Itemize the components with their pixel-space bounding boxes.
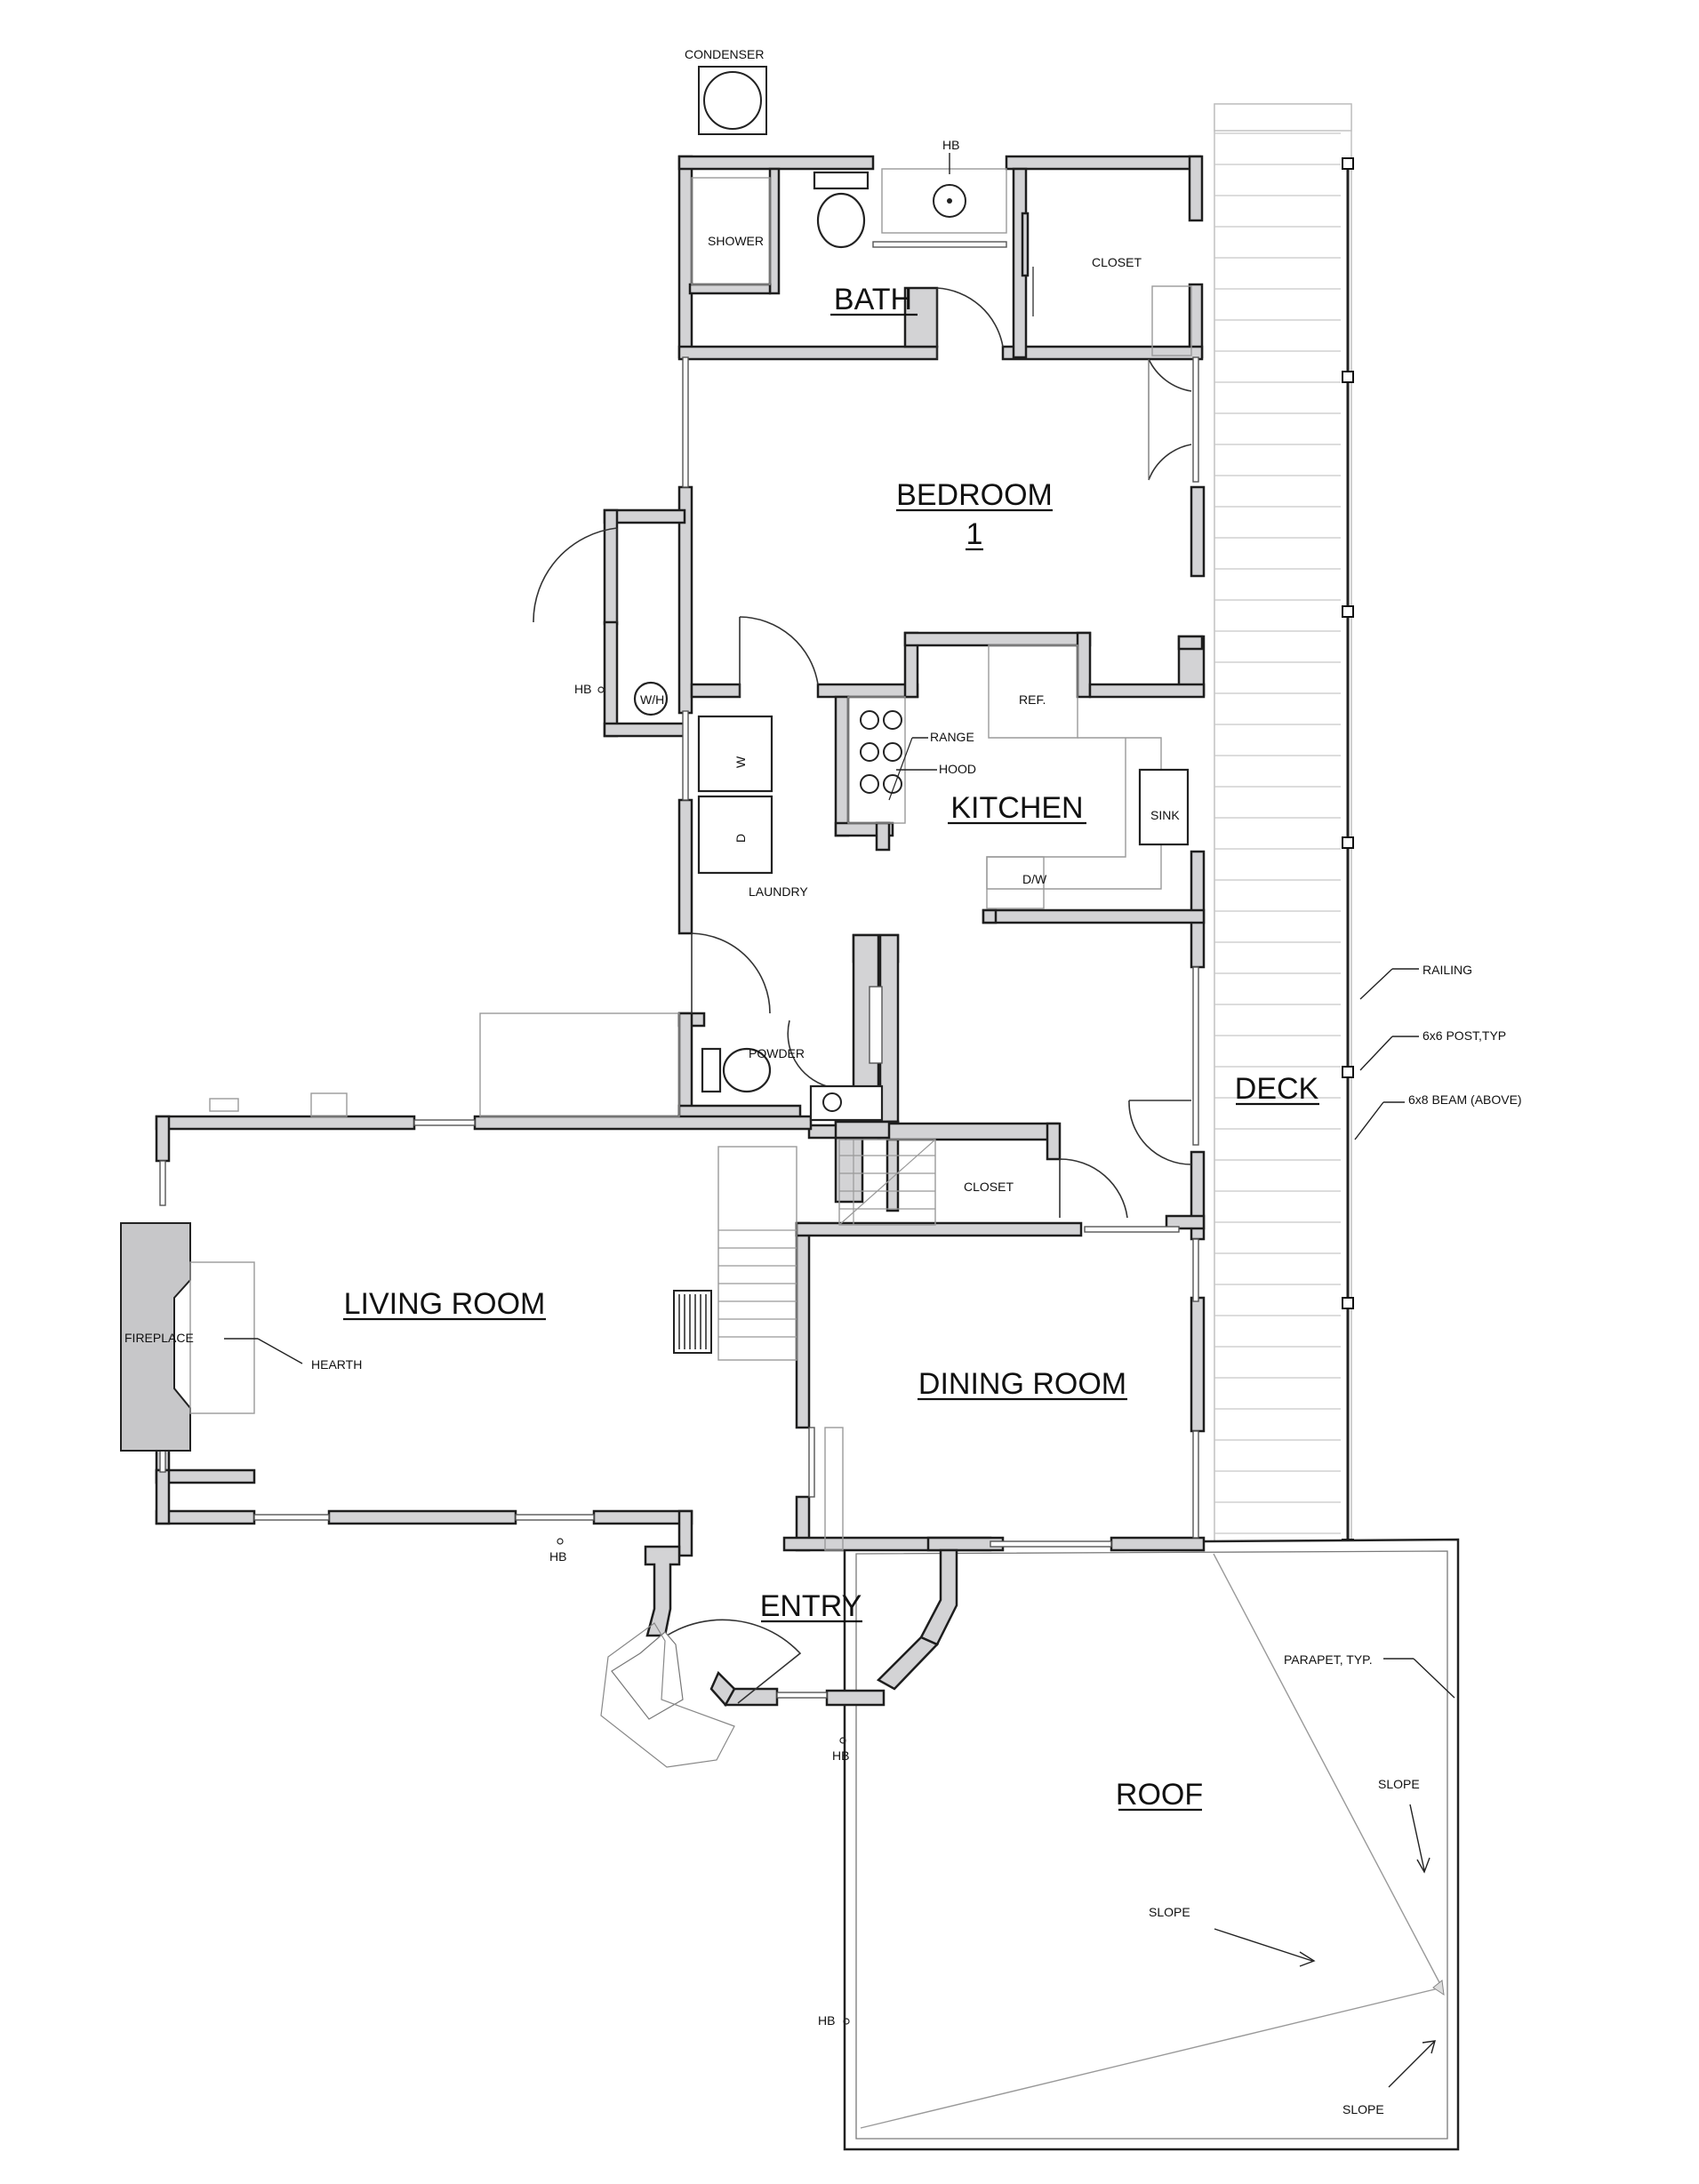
slope-label-3: SLOPE: [1342, 2102, 1384, 2116]
condenser-label: CONDENSER: [685, 47, 764, 61]
range-label: RANGE: [930, 730, 974, 744]
washer-label: W: [733, 756, 748, 768]
entry-label: ENTRY: [760, 1589, 862, 1623]
deck-posts: [1342, 157, 1354, 1551]
deck-label: DECK: [1235, 1072, 1319, 1106]
dining-room-label: DINING ROOM: [918, 1367, 1126, 1401]
deck: [1214, 103, 1354, 1558]
deck-boards: [1214, 132, 1341, 1534]
post-label: 6x6 POST,TYP: [1423, 1028, 1506, 1043]
walls: [155, 155, 1206, 1708]
bedroom-label: BEDROOM: [896, 478, 1053, 512]
closet-lower-label: CLOSET: [964, 1180, 1014, 1194]
powder-label: POWDER: [749, 1046, 805, 1060]
bedroom-number-label: 1: [966, 517, 983, 551]
dw-label: D/W: [1022, 872, 1047, 886]
condenser: [698, 66, 767, 135]
water-heater-label: W/H: [640, 692, 664, 707]
doors: [533, 212, 1192, 1768]
shower-label: SHOWER: [708, 234, 764, 248]
laundry-label: LAUNDRY: [749, 884, 808, 899]
hb-top-label: HB: [942, 138, 959, 152]
slope-label-1: SLOPE: [1378, 1777, 1420, 1791]
sink-label: SINK: [1150, 808, 1180, 822]
roof: [843, 1538, 1460, 2151]
hb-roof-label: HB: [818, 2013, 835, 2028]
closet-upper-label: CLOSET: [1092, 255, 1142, 269]
living-room-label: LIVING ROOM: [344, 1287, 546, 1321]
hb-entry-label: HB: [832, 1748, 849, 1763]
annotation-labels: CONDENSER SHOWER CLOSET CLOSET LAUNDRY P…: [124, 47, 1522, 2116]
dryer-label: D: [733, 834, 748, 843]
ref-label: REF.: [1019, 692, 1046, 707]
hood-label: HOOD: [939, 762, 976, 776]
bath-label: BATH: [834, 283, 912, 316]
kitchen-label: KITCHEN: [950, 791, 1083, 825]
hearth-label: HEARTH: [311, 1357, 362, 1372]
room-labels: BATH BEDROOM 1 KITCHEN LIVING ROOM DININ…: [343, 283, 1319, 1812]
roof-label: ROOF: [1116, 1778, 1203, 1812]
slope-label-2: SLOPE: [1149, 1905, 1190, 1919]
fixtures: [120, 168, 1192, 1551]
hb-laundry-label: HB: [574, 682, 591, 696]
railing-label: RAILING: [1423, 963, 1472, 977]
parapet-label: PARAPET, TYP.: [1284, 1652, 1373, 1667]
fireplace-label: FIREPLACE: [124, 1331, 194, 1345]
windows: [159, 241, 1199, 1699]
hb-living-label: HB: [549, 1549, 566, 1564]
beam-label: 6x8 BEAM (ABOVE): [1408, 1092, 1522, 1107]
